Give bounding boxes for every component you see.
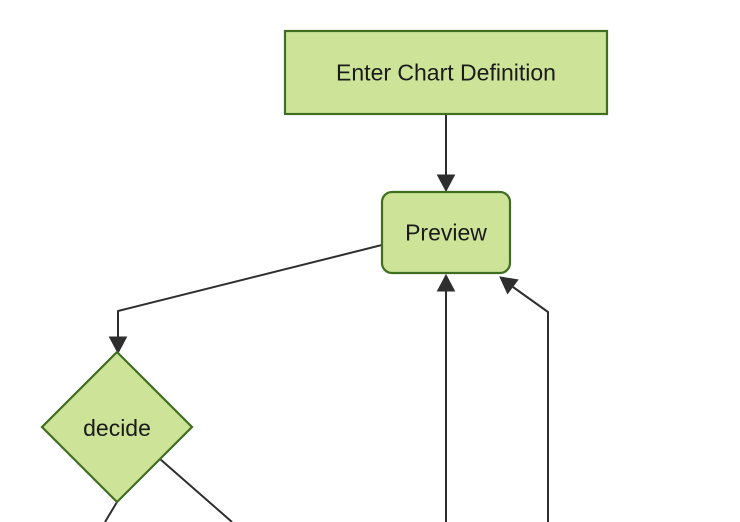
edge-decide-to-offscreen-bottom-left xyxy=(104,501,118,522)
edge-line xyxy=(159,458,233,522)
edge-line xyxy=(104,501,118,522)
arrowhead-down-icon xyxy=(108,336,128,355)
edge-offscreen-bottom-right-to-preview xyxy=(499,276,549,522)
edge-enter-chart-definition-to-preview xyxy=(436,115,456,193)
node-preview: Preview xyxy=(380,190,512,275)
node-decide: decide xyxy=(40,350,194,504)
edge-decide-to-offscreen-bottom-right xyxy=(159,458,233,522)
node-enter-chart-definition: Enter Chart Definition xyxy=(283,29,609,116)
node-shape-rounded-rectangle xyxy=(380,190,512,275)
edge-offscreen-bottom-to-preview xyxy=(436,273,456,522)
edge-line xyxy=(117,244,383,338)
node-shape-diamond xyxy=(40,350,194,504)
arrowhead-up-icon xyxy=(436,273,456,292)
node-label: Enter Chart Definition xyxy=(336,60,556,86)
arrowhead-up-left-icon xyxy=(499,276,519,295)
node-shape-rectangle xyxy=(283,29,609,116)
edge-line xyxy=(512,286,549,522)
node-label: decide xyxy=(83,415,151,441)
edge-preview-to-decide xyxy=(108,244,383,355)
arrowhead-down-icon xyxy=(436,174,456,193)
node-label: Preview xyxy=(405,220,487,246)
